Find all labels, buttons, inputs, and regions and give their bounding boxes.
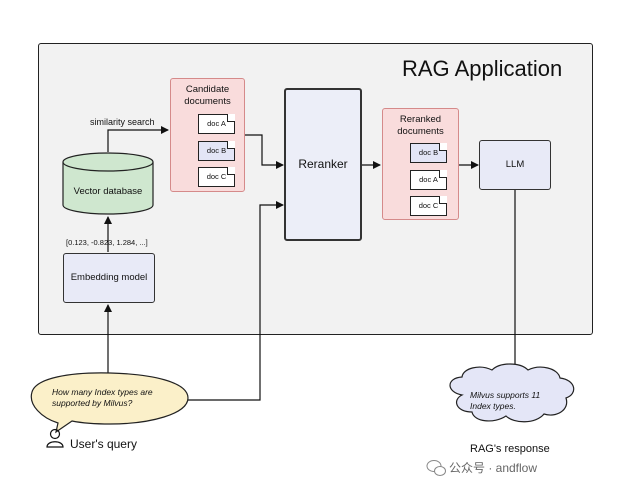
candidate-documents-label: Candidate documents	[184, 84, 231, 107]
similarity-search-label: similarity search	[90, 117, 155, 127]
embedding-vector-label: [0.123, -0.823, 1.284, ...]	[66, 238, 148, 247]
reranked-doc-c: doc C	[410, 196, 447, 216]
arrow-candidates-to-reranker	[245, 134, 284, 169]
query-bubble	[30, 372, 189, 434]
query-text: How many Index types are supported by Mi…	[52, 387, 153, 408]
response-text: Milvus supports 11 Index types.	[470, 390, 541, 411]
watermark: 公众号 · andflow	[449, 461, 538, 475]
candidate-doc-c: doc C	[198, 167, 235, 187]
embedding-model-label: Embedding model	[70, 272, 148, 283]
wechat-icon	[426, 460, 446, 476]
llm-label: LLM	[505, 159, 525, 170]
candidate-doc-a: doc A	[198, 114, 235, 134]
reranker-box	[284, 88, 362, 241]
rag-response-caption: RAG's response	[470, 443, 550, 455]
arrow-query-to-reranker	[188, 201, 284, 401]
user-query-caption: User's query	[70, 437, 137, 451]
vector-database-cylinder	[62, 152, 154, 215]
app-title: RAG Application	[402, 56, 563, 81]
embedding-model-box	[63, 253, 155, 303]
reranker-label: Reranker	[298, 157, 348, 171]
user-icon	[46, 428, 64, 448]
vector-database-label: Vector database	[73, 186, 143, 197]
llm-box	[479, 140, 551, 190]
reranked-doc-b: doc B	[410, 143, 447, 163]
candidate-doc-b: doc B	[198, 141, 235, 161]
reranked-doc-a: doc A	[410, 170, 447, 190]
response-cloud	[449, 363, 575, 423]
reranked-documents-label: Reranked documents	[397, 114, 444, 137]
arrow-vector-db-to-candidates	[107, 126, 169, 152]
